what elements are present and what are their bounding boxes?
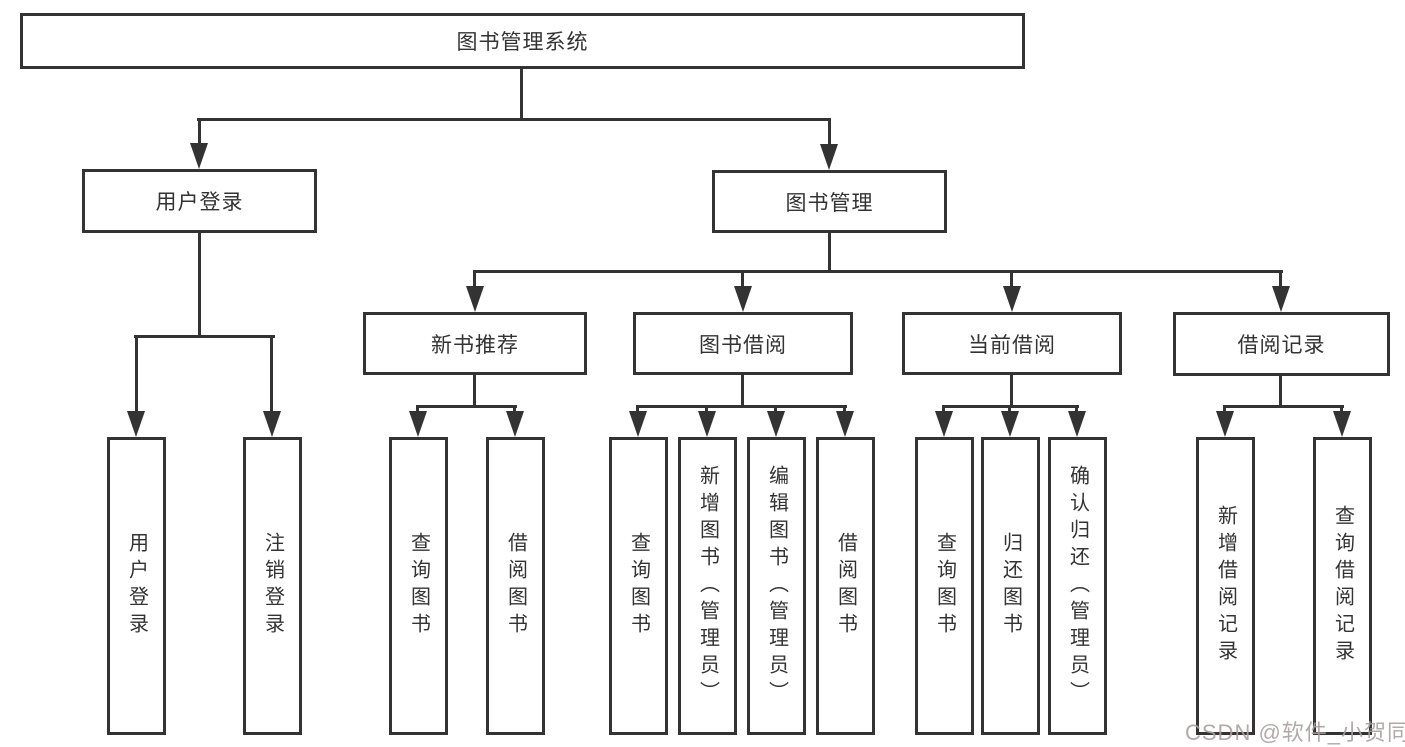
leaf-logout: 注销登录 xyxy=(243,437,302,735)
connector-leaf-user-login-shaft xyxy=(135,335,138,413)
arrow-down-leaf-return-books xyxy=(1001,411,1019,437)
connector-leaf-shaft xyxy=(942,405,945,415)
arrow-down-user-login xyxy=(190,143,208,169)
connector-borrow-record-hline xyxy=(1223,405,1344,408)
arrow-down-borrow-record xyxy=(1272,286,1290,312)
leaf-return-books-label: 归还图书 xyxy=(999,532,1022,640)
connector-leaf-shaft xyxy=(774,405,777,415)
leaf-confirm-return-admin: 确认归还（管理员） xyxy=(1048,437,1107,735)
leaf-logout-label: 注销登录 xyxy=(261,532,284,640)
node-book-borrow-label: 图书借阅 xyxy=(699,333,787,357)
node-root-label: 图书管理系统 xyxy=(456,31,589,54)
leaf-borrow-books: 借阅图书 xyxy=(816,437,875,735)
arrow-down-leaf-borrow-books-recommend xyxy=(506,411,524,437)
leaf-add-books-admin-label: 新增图书（管理员） xyxy=(696,464,719,708)
arrow-down-leaf-borrow-books xyxy=(836,411,854,437)
node-book-management-label: 图书管理 xyxy=(785,191,874,215)
connector-book-borrow-stem xyxy=(741,375,744,407)
connector-book-management-stem xyxy=(828,233,831,272)
connector-current-borrow-shaft xyxy=(1010,270,1013,288)
connector-new-book-stem xyxy=(473,375,476,407)
node-borrow-record-label: 借阅记录 xyxy=(1237,334,1326,357)
connector-leaf-shaft xyxy=(513,405,516,415)
leaf-edit-books-admin-label: 编辑图书（管理员） xyxy=(765,464,788,708)
arrow-down-leaf-edit-books xyxy=(767,411,785,437)
connector-borrow-record-stem xyxy=(1279,376,1282,407)
arrow-down-leaf-query-books-borrow xyxy=(629,411,647,437)
leaf-query-books-recommend: 查询图书 xyxy=(389,437,448,735)
leaf-query-books-current-label: 查询图书 xyxy=(933,532,956,640)
arrow-down-leaf-user-login xyxy=(127,411,145,437)
node-user-login: 用户登录 xyxy=(82,169,317,233)
node-new-book-recommend: 新书推荐 xyxy=(363,312,587,375)
arrow-down-book-management xyxy=(820,144,838,170)
connector-leaf-logout-shaft xyxy=(270,335,273,413)
node-current-borrow: 当前借阅 xyxy=(902,312,1122,375)
leaf-user-login-label: 用户登录 xyxy=(125,532,148,640)
connector-book-borrow-shaft xyxy=(741,270,744,288)
connector-new-book-shaft xyxy=(473,270,476,288)
leaf-query-books-borrow: 查询图书 xyxy=(609,437,668,735)
leaf-query-borrow-record-label: 查询借阅记录 xyxy=(1331,505,1354,667)
node-borrow-record: 借阅记录 xyxy=(1173,312,1390,376)
leaf-query-books-borrow-label: 查询图书 xyxy=(627,532,650,640)
connector-leaf-shaft xyxy=(1008,405,1011,415)
leaf-confirm-return-admin-label: 确认归还（管理员） xyxy=(1066,464,1089,708)
leaf-add-borrow-record: 新增借阅记录 xyxy=(1196,437,1255,735)
arrow-down-leaf-query-books-current xyxy=(935,411,953,437)
connector-level3-hline xyxy=(473,270,1283,273)
connector-leaf-shaft xyxy=(1075,405,1078,415)
arrow-down-leaf-confirm-return xyxy=(1068,411,1086,437)
node-new-book-recommend-label: 新书推荐 xyxy=(431,333,519,357)
leaf-borrow-books-recommend-label: 借阅图书 xyxy=(504,532,527,640)
connector-user-login-shaft xyxy=(198,118,201,146)
leaf-borrow-books-label: 借阅图书 xyxy=(834,532,857,640)
connector-user-login-hline xyxy=(134,335,275,338)
node-user-login-label: 用户登录 xyxy=(155,191,244,214)
connector-leaf-shaft xyxy=(416,405,419,415)
connector-current-borrow-stem xyxy=(1010,375,1013,407)
node-book-borrow: 图书借阅 xyxy=(633,312,853,375)
connector-level1-hline xyxy=(197,118,831,121)
connector-new-book-hline xyxy=(416,405,517,408)
connector-leaf-shaft xyxy=(705,405,708,415)
arrow-down-current-borrow xyxy=(1003,286,1021,312)
leaf-query-borrow-record: 查询借阅记录 xyxy=(1313,437,1372,735)
leaf-edit-books-admin: 编辑图书（管理员） xyxy=(747,437,806,735)
connector-borrow-record-shaft xyxy=(1279,270,1282,288)
arrow-down-leaf-add-books xyxy=(698,411,716,437)
leaf-user-login: 用户登录 xyxy=(107,437,166,735)
connector-root-stem xyxy=(520,68,523,121)
connector-leaf-shaft xyxy=(1340,405,1343,415)
arrow-down-leaf-logout xyxy=(263,411,281,437)
node-current-borrow-label: 当前借阅 xyxy=(968,333,1056,357)
leaf-add-books-admin: 新增图书（管理员） xyxy=(678,437,737,735)
arrow-down-new-book-recommend xyxy=(466,286,484,312)
connector-user-login-stem xyxy=(198,233,201,337)
connector-leaf-shaft xyxy=(843,405,846,415)
leaf-query-books-recommend-label: 查询图书 xyxy=(407,532,430,640)
leaf-query-books-current: 查询图书 xyxy=(915,437,974,735)
csdn-watermark: CSDN @软件_小贺同学 xyxy=(1185,720,1405,745)
connector-leaf-shaft xyxy=(636,405,639,415)
connector-book-borrow-hline xyxy=(636,405,847,408)
arrow-down-leaf-add-borrow-record xyxy=(1216,411,1234,437)
connector-book-management-shaft xyxy=(828,118,831,146)
node-root-system: 图书管理系统 xyxy=(20,13,1025,69)
node-book-management: 图书管理 xyxy=(712,170,947,233)
leaf-return-books: 归还图书 xyxy=(981,437,1040,735)
arrow-down-leaf-query-borrow-record xyxy=(1333,411,1351,437)
leaf-borrow-books-recommend: 借阅图书 xyxy=(486,437,545,735)
leaf-add-borrow-record-label: 新增借阅记录 xyxy=(1214,505,1237,667)
arrow-down-leaf-query-books-recommend xyxy=(409,411,427,437)
connector-leaf-shaft xyxy=(1223,405,1226,415)
arrow-down-book-borrow xyxy=(734,286,752,312)
